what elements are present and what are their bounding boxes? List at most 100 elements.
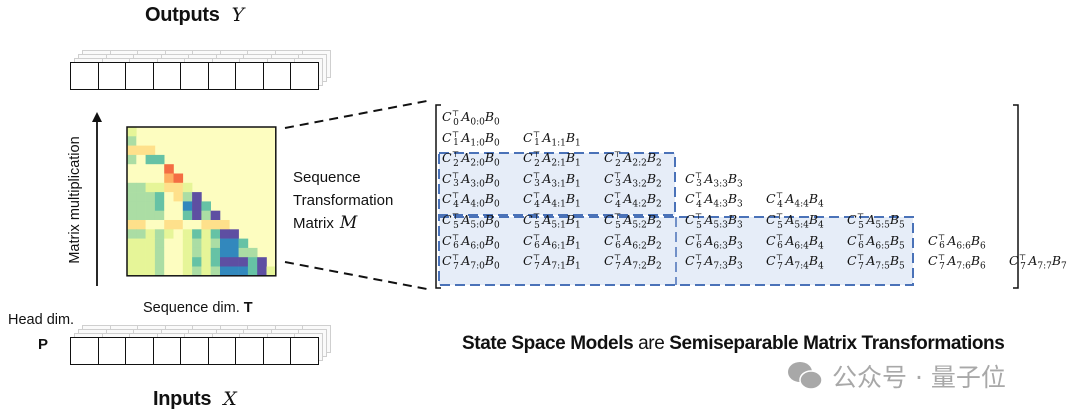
heatmap-cell — [182, 201, 193, 211]
a-index: 2:2 — [632, 158, 647, 169]
c-symbol: C — [847, 253, 857, 269]
heatmap-cell — [164, 164, 174, 174]
heatmap-cell — [192, 229, 202, 239]
b-index: 5 — [899, 261, 905, 272]
heatmap-cell — [201, 257, 211, 267]
heatmap-cell — [229, 229, 239, 239]
caption-are: are — [633, 333, 670, 354]
matrix-entry: C⊤7 A7:7B7 — [1009, 253, 1067, 272]
a-index: 4:0 — [470, 200, 485, 211]
matrix-entry: C⊤3 A3:2B2 — [604, 171, 662, 190]
a-index: 1:1 — [551, 138, 566, 149]
b-index: 6 — [980, 261, 986, 272]
heatmap-cell — [164, 192, 174, 202]
a-symbol: A — [623, 253, 633, 269]
heatmap-cell — [182, 266, 193, 277]
transpose-symbol: ⊤ — [775, 253, 784, 263]
c-symbol: C — [685, 253, 695, 269]
transpose-symbol: ⊤ — [694, 232, 703, 242]
c-symbol: C — [766, 253, 776, 269]
transpose-symbol: ⊤ — [613, 150, 622, 160]
matrix-label-word: Matrix — [293, 215, 334, 232]
b-index: 0 — [494, 241, 500, 252]
c-symbol: C — [604, 150, 614, 166]
b-symbol: B — [727, 191, 738, 207]
matrix-entry: C⊤6 A6:5B5 — [847, 233, 905, 252]
c-index: 5 — [534, 220, 540, 231]
heatmap-cell — [220, 247, 230, 258]
seq-dim-label: Sequence dim. T — [143, 300, 253, 316]
c-symbol: C — [442, 191, 452, 207]
c-index: 6 — [939, 241, 945, 252]
c-symbol: C — [523, 129, 533, 145]
c-index: 7 — [453, 261, 459, 272]
heatmap-cell — [154, 257, 165, 267]
a-symbol: A — [947, 232, 957, 248]
transpose-symbol: ⊤ — [451, 191, 460, 201]
heatmap-cell — [201, 210, 211, 221]
matrix-entry: C⊤4 A4:0B0 — [442, 191, 500, 210]
heatmap-cell — [136, 136, 146, 146]
a-symbol: A — [785, 232, 795, 248]
a-index: 4:1 — [551, 200, 566, 211]
heatmap-cell — [136, 257, 146, 267]
c-index: 4 — [696, 200, 702, 211]
c-index: 6 — [453, 241, 459, 252]
a-index: 5:0 — [470, 220, 485, 231]
b-index: 1 — [575, 158, 581, 169]
b-symbol: B — [727, 212, 738, 228]
transpose-symbol: ⊤ — [613, 170, 622, 180]
heatmap-cell — [238, 238, 249, 249]
b-symbol: B — [646, 253, 657, 269]
a-symbol: A — [542, 232, 552, 248]
a-symbol: A — [704, 253, 714, 269]
b-index: 5 — [899, 220, 905, 231]
b-symbol: B — [889, 253, 900, 269]
matrix-entry: C⊤6 A6:2B2 — [604, 233, 662, 252]
a-index: 5:4 — [794, 220, 809, 231]
heatmap-cell — [201, 238, 211, 249]
a-index: 7:0 — [470, 261, 485, 272]
matrix-entry: C⊤3 A3:3B3 — [685, 171, 743, 190]
heatmap-cell — [136, 154, 146, 165]
caption-ssm: State Space Models — [462, 333, 634, 354]
heatmap-cell — [229, 257, 239, 267]
heatmap-cell — [210, 210, 221, 221]
c-index: 2 — [615, 158, 621, 169]
heatmap-cell — [145, 210, 156, 221]
b-symbol: B — [970, 253, 981, 269]
b-index: 3 — [737, 220, 743, 231]
b-index: 1 — [575, 179, 581, 190]
heatmap-cell — [173, 238, 184, 249]
b-symbol: B — [808, 212, 819, 228]
heatmap-cell — [145, 173, 156, 184]
heatmap-cell — [182, 229, 193, 239]
heatmap-cell — [164, 201, 174, 211]
seq-dim-text: Sequence dim. — [143, 300, 240, 316]
heatmap-cell — [136, 201, 146, 211]
b-index: 2 — [656, 200, 662, 211]
heatmap-cell — [154, 247, 165, 258]
c-index: 5 — [696, 220, 702, 231]
b-index: 2 — [656, 179, 662, 190]
heatmap-cell — [164, 266, 174, 277]
c-index: 6 — [858, 241, 864, 252]
c-symbol: C — [442, 232, 452, 248]
matrix-entry: C⊤5 A5:2B2 — [604, 212, 662, 231]
heatmap-cell — [145, 192, 156, 202]
c-symbol: C — [685, 191, 695, 207]
a-index: 7:1 — [551, 261, 566, 272]
b-symbol: B — [727, 232, 738, 248]
c-symbol: C — [523, 232, 533, 248]
heatmap-cell — [220, 257, 230, 267]
c-index: 7 — [1020, 261, 1026, 272]
heatmap-cell — [220, 229, 230, 239]
heatmap-cell — [127, 192, 137, 202]
c-symbol: C — [604, 232, 614, 248]
c-index: 3 — [615, 179, 621, 190]
transpose-symbol: ⊤ — [532, 170, 541, 180]
c-index: 7 — [777, 261, 783, 272]
heatmap-cell — [154, 266, 165, 277]
heatmap-cell — [127, 182, 137, 193]
